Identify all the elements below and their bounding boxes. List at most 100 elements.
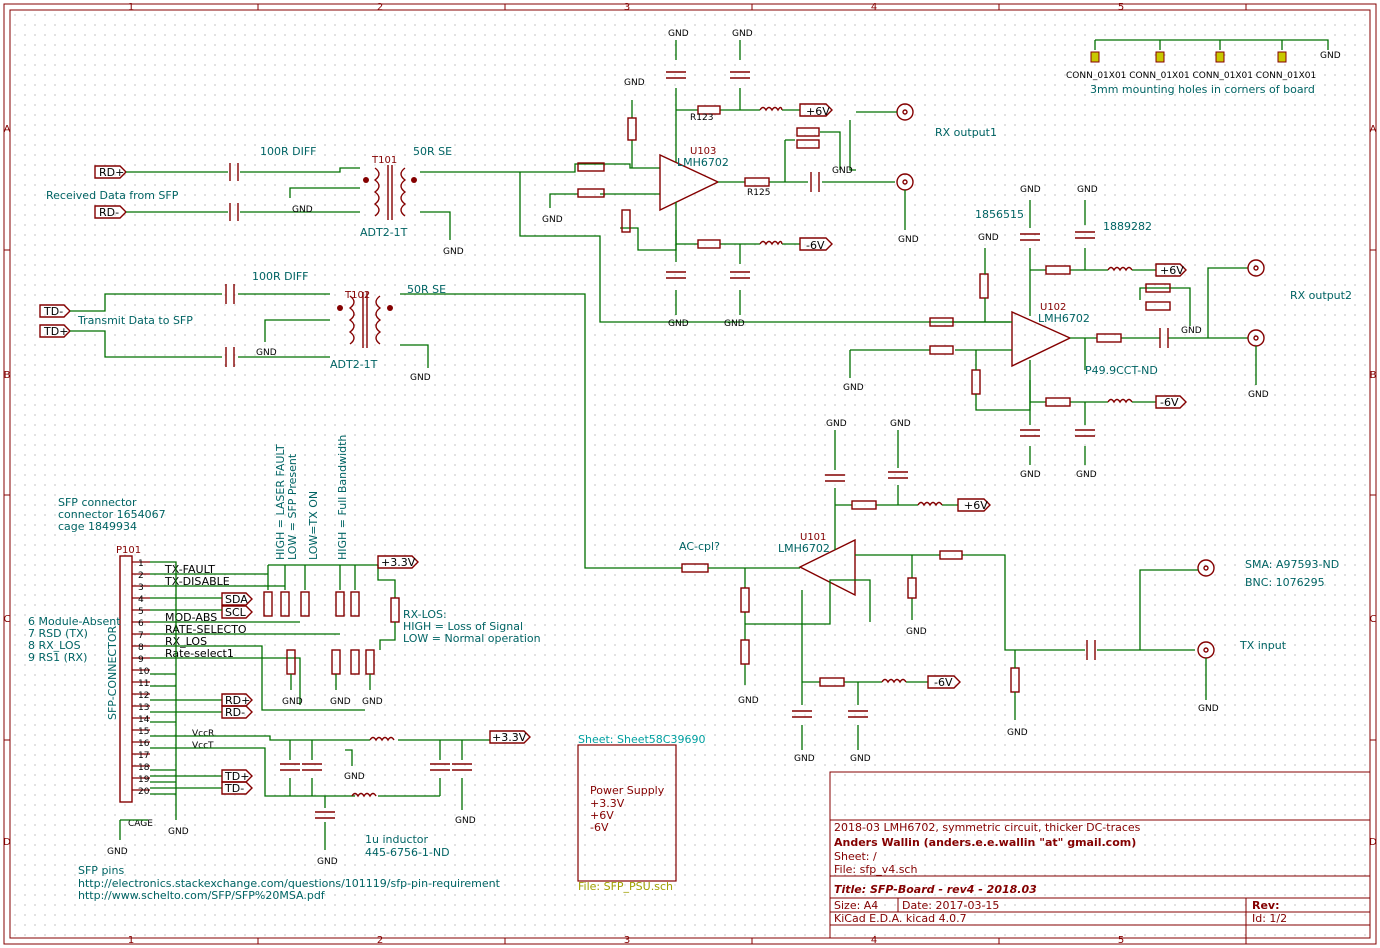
opamp-u102[interactable]: [1011, 310, 1072, 368]
resistor-r117[interactable]: [740, 639, 750, 665]
capacitor-c115[interactable]: [792, 710, 812, 718]
resistor-r120[interactable]: [577, 188, 605, 198]
inductor-l101[interactable]: [759, 106, 783, 112]
subsheet-file: File: SFP_PSU.sch: [578, 880, 673, 893]
transformer-t101[interactable]: [363, 165, 417, 220]
resistor-r115[interactable]: [350, 591, 360, 617]
p6v-port-u103[interactable]: [799, 103, 833, 117]
td-minus-port[interactable]: [39, 304, 71, 318]
resistor-r109[interactable]: [263, 591, 273, 617]
resistor-r105[interactable]: [1145, 301, 1171, 311]
resistor-r104[interactable]: [1145, 283, 1171, 293]
capacitor-c104[interactable]: [1020, 429, 1040, 437]
p6v-port-u101[interactable]: [957, 498, 991, 512]
capacitor-c118[interactable]: [302, 763, 322, 771]
sfp-pin-url-2[interactable]: http://www.schelto.com/SFP/SFP%20MSA.pdf: [78, 889, 326, 902]
resistor-r139[interactable]: [1096, 333, 1122, 343]
opamp-u101[interactable]: [798, 538, 856, 597]
capacitor-c101[interactable]: [229, 163, 239, 181]
capacitor-c111[interactable]: [810, 172, 820, 192]
resistor-r101[interactable]: [796, 127, 820, 137]
resistor-r121[interactable]: [621, 209, 631, 233]
p6v-port-u102[interactable]: [1155, 263, 1187, 277]
resistor-r123[interactable]: [697, 105, 721, 115]
u103-amplifier: U103 LMH6702 +6V -6V R123 R125: [519, 40, 1010, 323]
capacitor-c109[interactable]: [730, 271, 750, 279]
resistor-r113[interactable]: [335, 591, 345, 617]
resistor-r119[interactable]: [577, 162, 605, 172]
tx-input-connector[interactable]: [1139, 559, 1215, 700]
resistor-r116[interactable]: [350, 649, 360, 675]
inductor-l103[interactable]: [1107, 266, 1133, 272]
resistor-r136[interactable]: [979, 273, 989, 299]
capacitor-c108[interactable]: [666, 271, 686, 279]
m6v-port-u101[interactable]: [927, 675, 961, 689]
capacitor-c114[interactable]: [1086, 640, 1096, 660]
sfp-pin-12-number: 12: [138, 691, 149, 701]
capacitor-c102[interactable]: [229, 203, 239, 221]
inductor-l102[interactable]: [759, 240, 783, 246]
m6v-port-u103[interactable]: [799, 237, 833, 251]
p101-ref: P101: [116, 545, 141, 556]
opamp-u103[interactable]: [659, 153, 720, 212]
inductor-l104[interactable]: [1107, 398, 1133, 404]
gnd-r116: GND: [362, 697, 383, 707]
inductor-l108[interactable]: [917, 501, 943, 507]
capacitor-c123[interactable]: [848, 710, 868, 718]
rd-plus-sfp-port[interactable]: [221, 693, 253, 707]
capacitor-c119[interactable]: [315, 811, 335, 819]
u101-ref: U101: [800, 532, 826, 543]
resistor-r103[interactable]: [796, 139, 820, 149]
capacitor-c103[interactable]: [1020, 233, 1040, 241]
p33v-port-filter[interactable]: [489, 730, 531, 744]
inductor-l107[interactable]: [881, 678, 907, 684]
r123-ref: R123: [690, 113, 713, 123]
sfp-cage-pn: cage 1849934: [58, 520, 137, 533]
capacitor-c124[interactable]: [888, 471, 908, 479]
sda-port[interactable]: [221, 592, 253, 606]
capacitor-c120[interactable]: [430, 763, 450, 771]
resistor-r111[interactable]: [300, 591, 310, 617]
capacitor-c107[interactable]: [666, 71, 686, 79]
resistor-r133[interactable]: [929, 317, 954, 327]
resistor-r118[interactable]: [819, 677, 845, 687]
resistor-r137[interactable]: [1045, 265, 1071, 275]
capacitor-c121[interactable]: [452, 763, 472, 771]
transformer-t102[interactable]: [337, 292, 393, 348]
capacitor-c112[interactable]: [225, 284, 235, 304]
inductor-l105[interactable]: [351, 792, 377, 798]
resistor-r126[interactable]: [851, 500, 877, 510]
td-minus-sfp-port[interactable]: [221, 781, 253, 795]
resistor-r134[interactable]: [929, 345, 954, 355]
rx-output1-connector[interactable]: [856, 103, 914, 230]
resistor-r138[interactable]: [1045, 397, 1071, 407]
p33v-port-pullup[interactable]: [377, 555, 419, 569]
capacitor-c113[interactable]: [225, 347, 235, 367]
capacitor-c116[interactable]: [1159, 328, 1169, 348]
scl-port[interactable]: [221, 605, 253, 619]
resistor-r122[interactable]: [627, 117, 637, 141]
td-plus-port[interactable]: [39, 324, 71, 338]
sfp-connector-body[interactable]: [119, 555, 133, 803]
m6v-port-u102[interactable]: [1155, 395, 1187, 409]
inductor-l106[interactable]: [369, 736, 395, 742]
capacitor-c122[interactable]: [825, 474, 845, 482]
resistor-r128[interactable]: [939, 550, 963, 560]
resistor-r108[interactable]: [740, 587, 750, 613]
sfp-pin-url-1[interactable]: http://electronics.stackexchange.com/que…: [78, 877, 501, 890]
capacitor-c105[interactable]: [1075, 429, 1095, 437]
td-plus-sfp-port[interactable]: [221, 769, 253, 783]
rx-output2-note: RX output2: [1290, 289, 1352, 302]
rd-minus-sfp-port[interactable]: [221, 705, 253, 719]
rx-output2-connector[interactable]: [1247, 259, 1265, 385]
power-supply-subsheet[interactable]: Sheet: Sheet58C39690 Power Supply +3.3V …: [577, 733, 705, 893]
rd-plus-port[interactable]: [94, 165, 127, 179]
capacitor-c106[interactable]: [1075, 231, 1095, 239]
resistor-r125[interactable]: [744, 177, 770, 187]
resistor-r127[interactable]: [907, 577, 917, 599]
capacitor-c117[interactable]: [280, 763, 300, 771]
rd-minus-port[interactable]: [94, 205, 127, 219]
resistor-r124[interactable]: [697, 239, 721, 249]
capacitor-c110[interactable]: [730, 71, 750, 79]
resistor-r107[interactable]: [280, 591, 290, 617]
